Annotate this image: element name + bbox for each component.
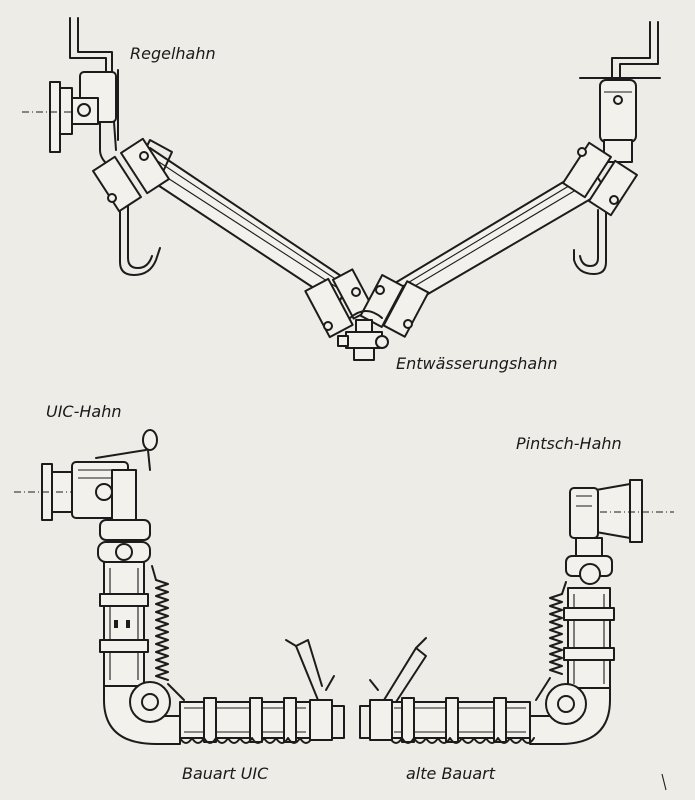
center-coupling [304,268,430,339]
uic-coupling-head [285,639,345,741]
right-hook [573,209,607,275]
uic-vertical-hose [97,541,151,687]
pintsch-elbow [529,683,611,745]
left-upper-clamp [92,137,170,213]
stray-mark [661,773,667,791]
label-bauart-uic: Bauart UIC [182,764,269,783]
label-uic-hahn: UIC-Hahn [46,402,122,421]
right-valve [579,21,661,163]
uic-horizontal-hose [179,697,313,744]
uic-spring [151,565,185,701]
label-alte-bauart: alte Bauart [406,764,496,783]
pintsch-horizontal-hose [389,697,535,744]
pintsch-vertical-hose [563,563,615,689]
right-upper-clamp [562,141,638,217]
uic-valve [14,429,158,541]
label-regelhahn: Regelhahn [130,44,216,63]
pintsch-coupling-assembly [359,479,674,745]
pintsch-valve [565,479,674,577]
entwaesserungshahn-valve [337,319,389,361]
uic-elbow [103,681,181,745]
pintsch-spring [535,581,567,701]
left-hook [119,199,161,276]
regelhahn-valve [22,17,119,169]
top-v-hose-assembly [22,17,661,361]
label-entwaesserungshahn: Entwässerungshahn [396,354,558,373]
left-hose-body [131,139,351,305]
label-pintsch-hahn: Pintsch-Hahn [516,434,622,453]
pintsch-coupling-head [359,637,427,741]
uic-coupling-assembly [14,429,345,745]
